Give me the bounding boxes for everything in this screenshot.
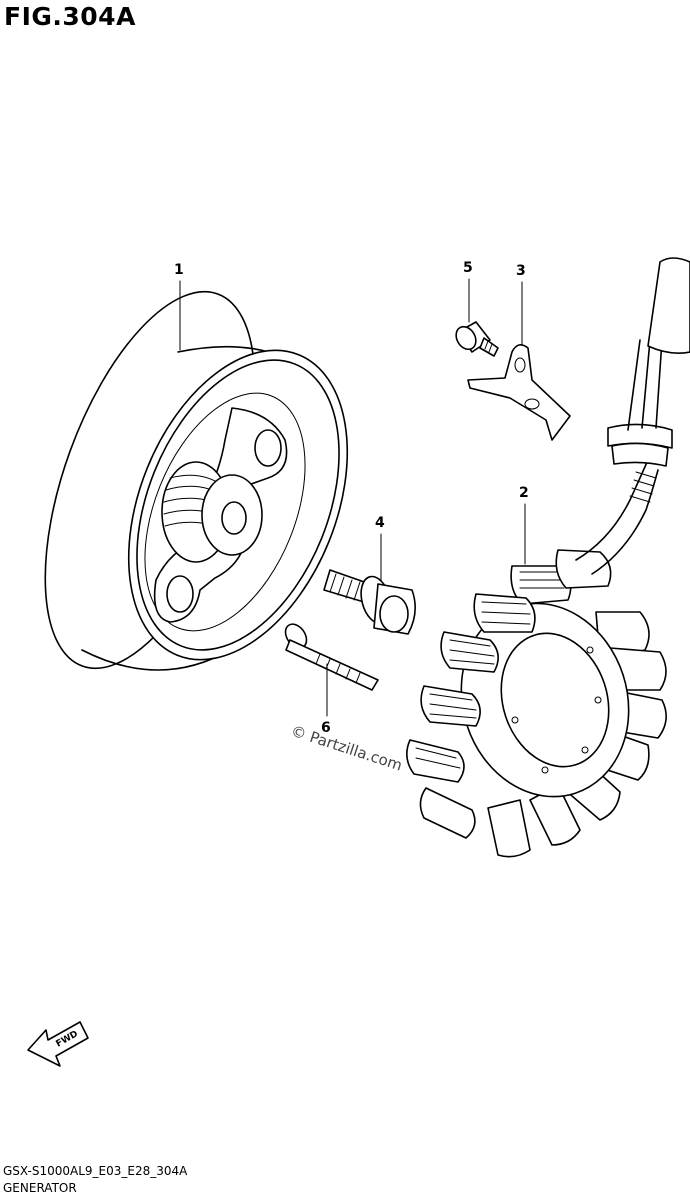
svg-text:4: 4 [375,515,385,531]
fwd-arrow-icon: FWD [27,1021,89,1067]
callout-2: 2 [519,485,529,565]
callout-3: 3 [516,263,526,346]
callout-6: 6 [321,663,331,736]
svg-text:3: 3 [516,263,526,279]
rotor-part[interactable] [2,265,389,695]
callout-5: 5 [463,260,473,323]
watermark-text: © Partzilla.com [289,722,405,775]
small-bolt-part[interactable] [452,321,499,357]
figure-title: FIG.304A [4,2,136,31]
svg-text:6: 6 [321,720,331,736]
svg-text:5: 5 [463,260,473,276]
callout-4: 4 [375,515,385,581]
long-screw-part[interactable] [281,620,379,691]
callout-1: 1 [174,262,184,351]
model-code: GSX-S1000AL9_E03_E28_304A [3,1164,188,1178]
stator-part[interactable] [406,257,690,858]
flange-bolt-part[interactable] [323,569,416,635]
clamp-part[interactable] [467,344,571,441]
svg-text:1: 1 [174,262,184,278]
svg-text:2: 2 [519,485,529,501]
section-name: GENERATOR [3,1181,77,1195]
